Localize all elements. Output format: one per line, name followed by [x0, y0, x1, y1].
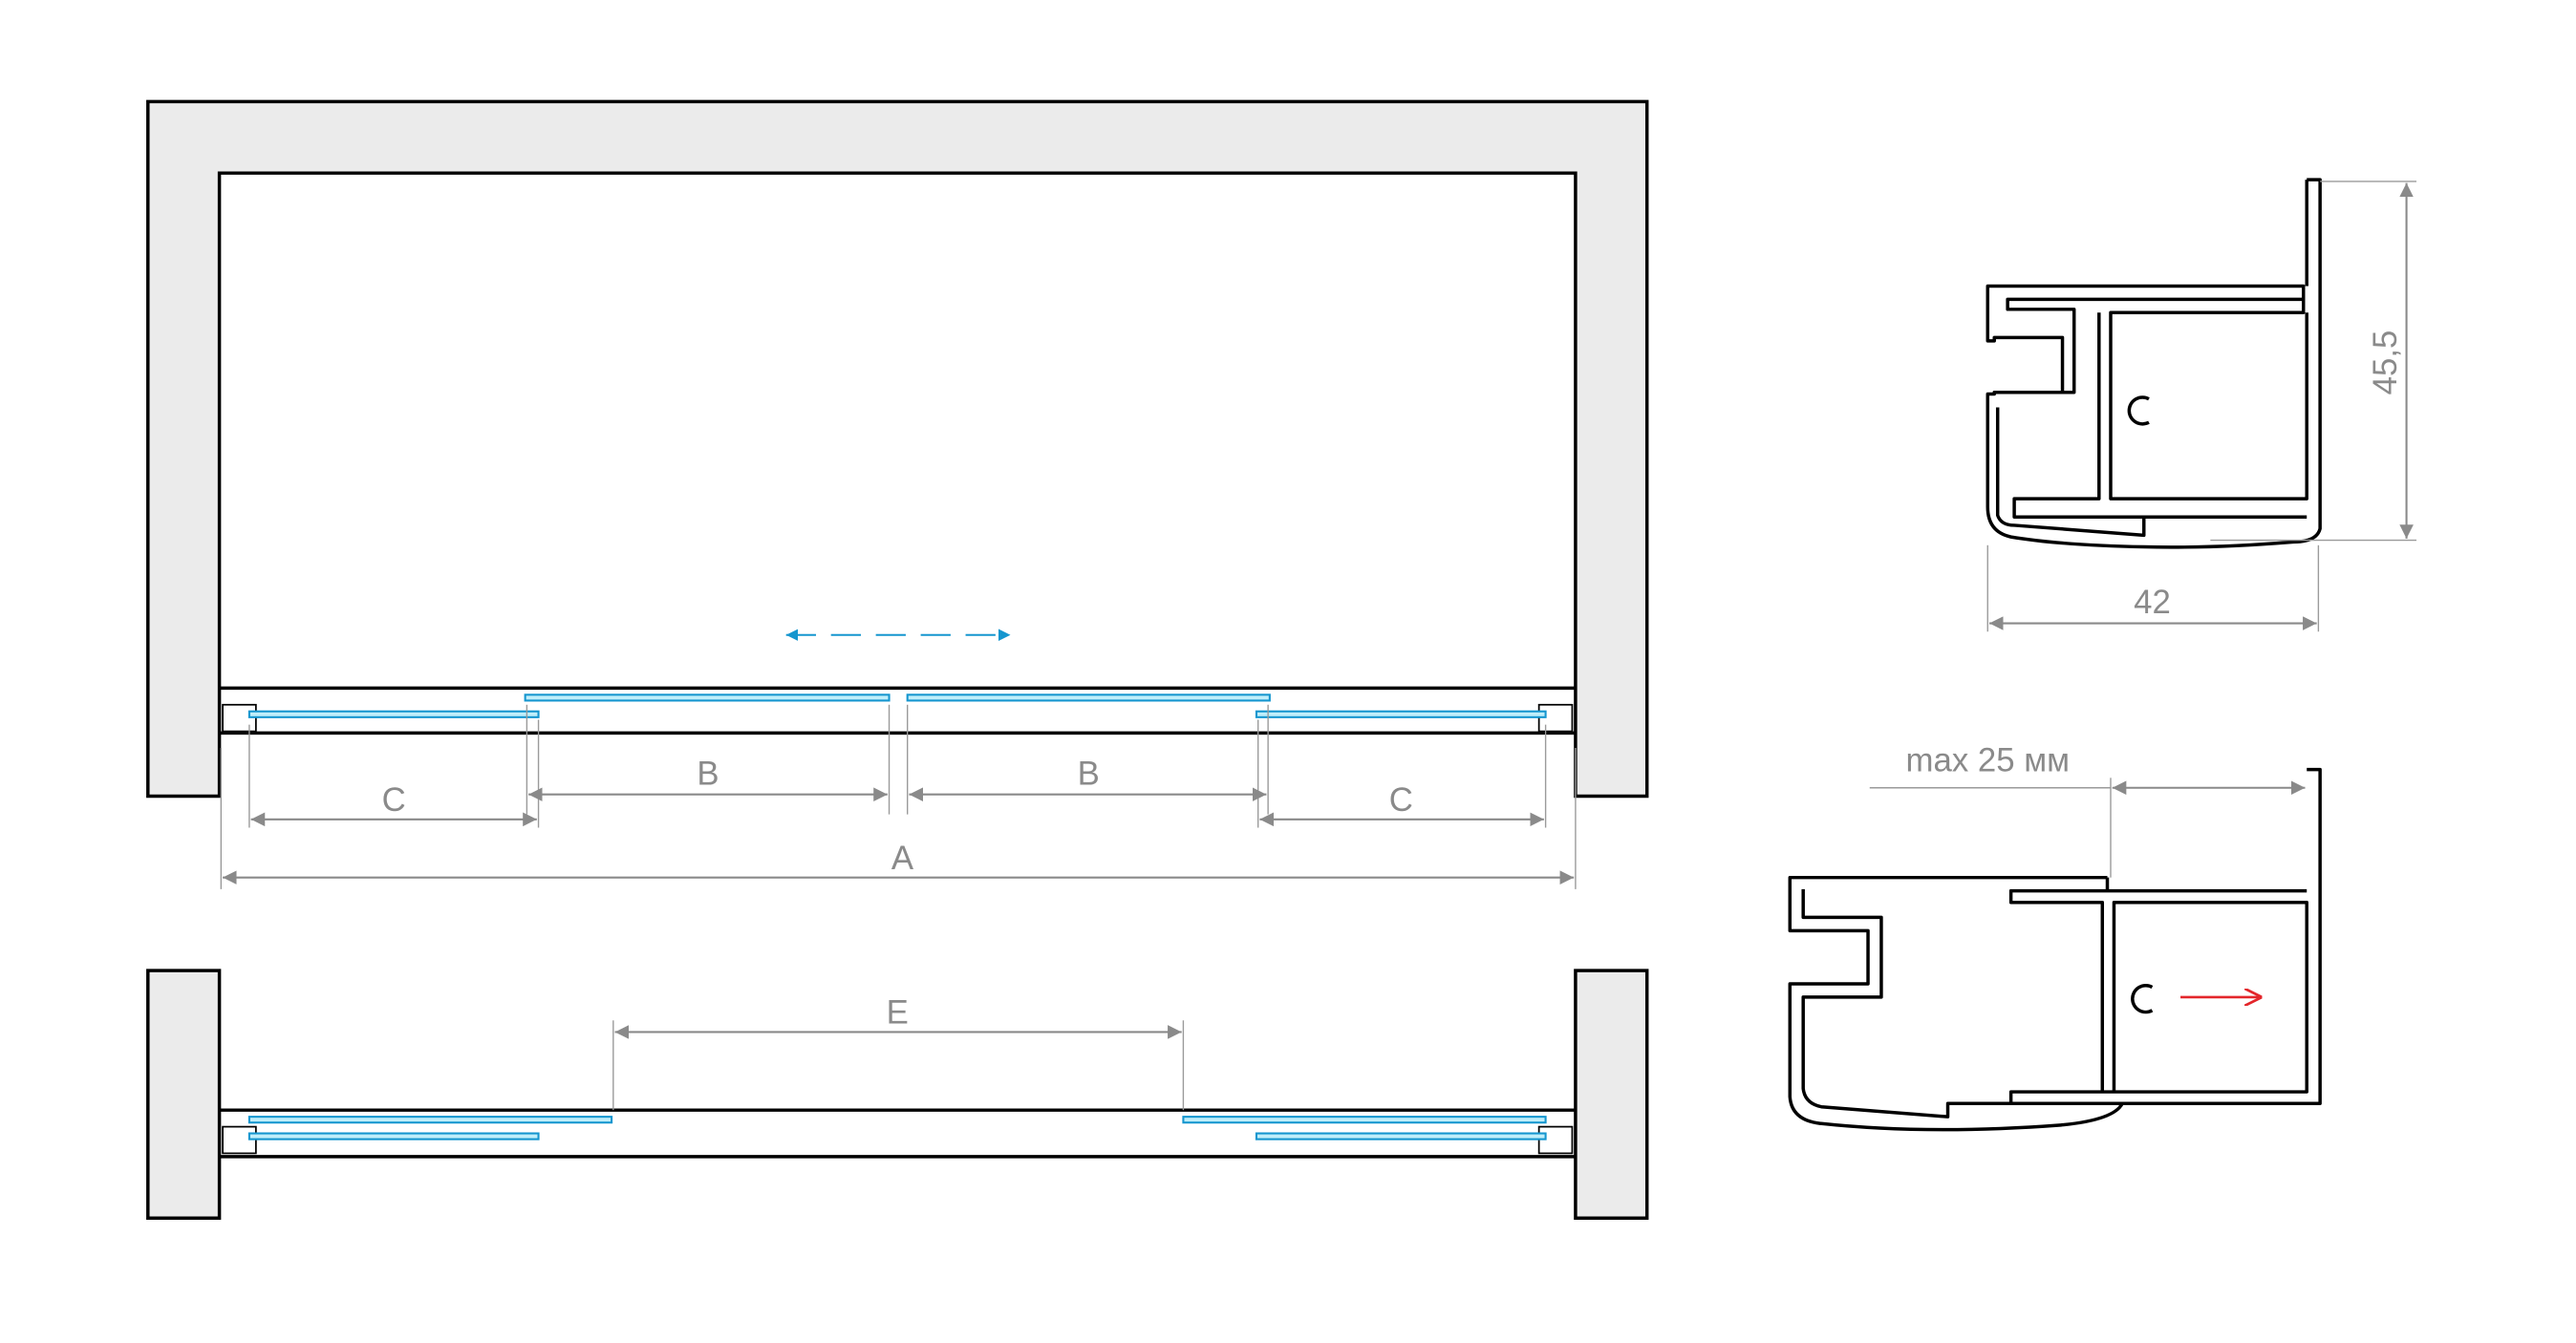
- glass-panel-outer-left: [247, 1132, 540, 1140]
- profile-closed: 45,5 42: [1986, 178, 2417, 632]
- wall-frame: [146, 99, 1649, 799]
- glass-panel-inner-right: [906, 693, 1271, 702]
- open-view: E: [146, 969, 1649, 1220]
- front-view: C B B C A: [146, 99, 1649, 889]
- glass-panel-inner-right: [1182, 1116, 1547, 1124]
- label-b-left: B: [697, 756, 719, 792]
- glass-panel-outer-right: [1255, 710, 1547, 718]
- label-adjust: max 25 мм: [1906, 742, 2070, 778]
- label-b-right: B: [1078, 756, 1100, 792]
- label-height: 45,5: [2368, 330, 2404, 395]
- wall-right: [1574, 969, 1649, 1220]
- profile-extended: max 25 мм: [1788, 742, 2322, 1132]
- glass-panel-inner-left: [247, 1116, 613, 1124]
- label-c-right: C: [1389, 782, 1413, 819]
- label-c-left: C: [382, 782, 406, 819]
- glass-panel-outer-left: [247, 710, 540, 718]
- glass-panel-outer-right: [1255, 1132, 1547, 1140]
- extension-lines: [220, 704, 1577, 889]
- wall-left: [146, 969, 222, 1220]
- label-e: E: [887, 995, 909, 1032]
- label-a: A: [891, 841, 914, 877]
- label-width: 42: [2134, 585, 2171, 621]
- glass-panel-inner-left: [524, 693, 891, 702]
